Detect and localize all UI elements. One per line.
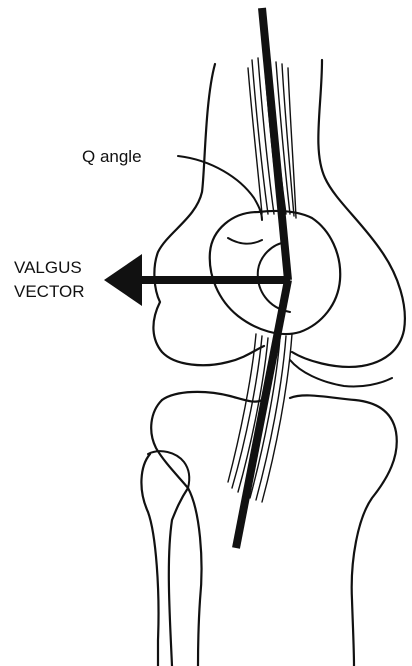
joint-line bbox=[290, 360, 392, 387]
femur-outline-lateral bbox=[292, 60, 405, 367]
fibula-inner bbox=[169, 488, 188, 666]
fibula-outline bbox=[141, 454, 158, 666]
femur-outline bbox=[153, 64, 264, 365]
q-angle-pointer bbox=[178, 156, 262, 220]
q-angle-arc bbox=[228, 238, 262, 244]
q-angle-label: Q angle bbox=[82, 147, 142, 167]
valgus-vector-arrowhead bbox=[104, 254, 142, 306]
patella-outline bbox=[210, 211, 340, 334]
valgus-vector-label-line1: VALGUS bbox=[14, 258, 82, 278]
tibia-outline bbox=[162, 392, 397, 666]
valgus-vector-label-line2: VECTOR bbox=[14, 282, 85, 302]
